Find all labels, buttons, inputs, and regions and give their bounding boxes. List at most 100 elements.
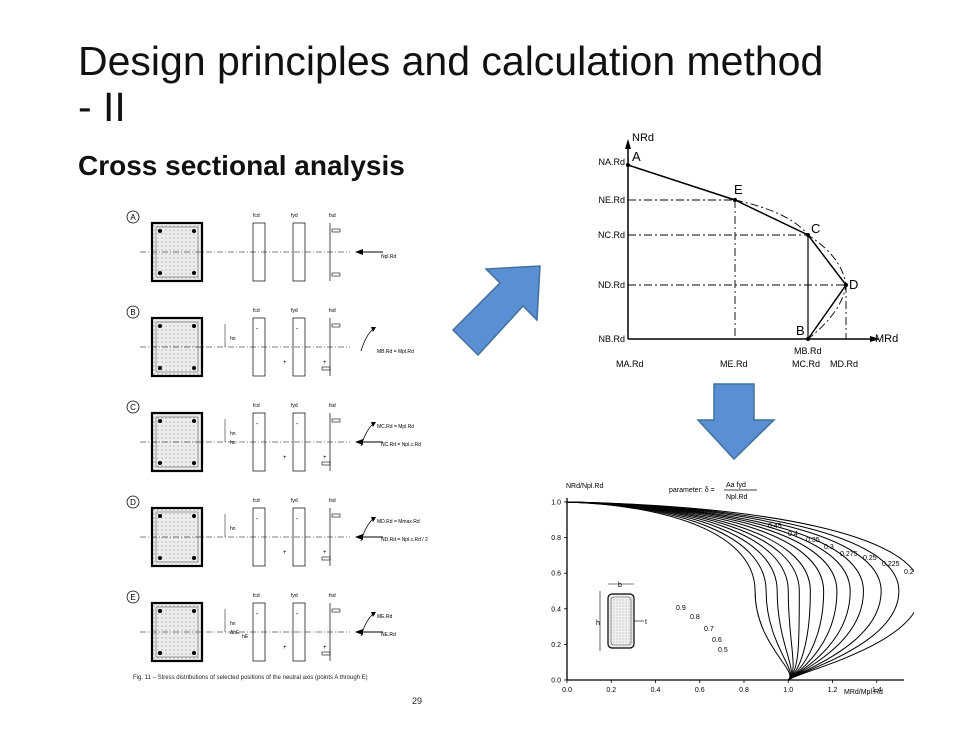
force-label: ND.Rd = Npl.c.Rd / 2: [381, 537, 428, 543]
n-label-d: ND.Rd: [598, 280, 625, 290]
page-number: 29: [412, 696, 423, 706]
curve-label: 0.9: [676, 605, 686, 612]
svg-text:+: +: [283, 455, 287, 461]
interaction-curve: [566, 501, 914, 681]
svg-text:-: -: [296, 516, 299, 523]
svg-text:-: -: [256, 516, 259, 523]
curve-label: 0.2: [904, 569, 914, 576]
svg-text:-: -: [296, 611, 299, 618]
point-label-a: A: [632, 149, 641, 164]
svg-text:-: -: [256, 611, 259, 618]
curve-label: 0.8: [690, 614, 700, 621]
m-axis-label: MRd: [875, 333, 898, 345]
column-heading: fcd: [253, 308, 260, 314]
column-heading: fyd: [291, 308, 298, 314]
column-heading: fcd: [253, 213, 260, 219]
x-tick-label: 0.2: [606, 687, 616, 694]
column-heading: fsd: [329, 498, 336, 504]
curve-label: 0.225: [882, 561, 900, 568]
interaction-curve: [566, 501, 800, 681]
m-label-a: MA.Rd: [616, 359, 644, 369]
y-tick-label: 1.0: [551, 500, 561, 507]
column-heading: fsd: [329, 213, 336, 219]
depth-label: ΔhE: [230, 630, 240, 636]
force-label: NC.Rd = Npl.c.Rd: [381, 442, 421, 448]
svg-text:+: +: [323, 455, 327, 461]
depth-label: hE: [242, 634, 249, 640]
column-heading: fyd: [291, 593, 298, 599]
curve-label: 0.35: [806, 537, 820, 544]
x-tick-label: 0.4: [651, 687, 661, 694]
column-heading: fyd: [291, 498, 298, 504]
depth-label: hn: [230, 440, 236, 446]
chart-x-label: MRd/Mpl.Rd: [844, 689, 883, 696]
point-label-e: E: [734, 182, 743, 197]
curve-label: 0.5: [718, 647, 728, 654]
column-heading: fcd: [253, 403, 260, 409]
column-heading: fcd: [253, 593, 260, 599]
interaction-curve: [566, 501, 791, 681]
y-tick-label: 0.4: [551, 606, 561, 613]
interaction-curve: [566, 501, 794, 681]
svg-text:+: +: [323, 645, 327, 651]
svg-text:+: +: [283, 550, 287, 556]
curve-label: 0.25: [863, 555, 877, 562]
n-label-a: NA.Rd: [598, 157, 625, 167]
interaction-curve: [566, 501, 851, 681]
column-heading: fcd: [253, 498, 260, 504]
section-inset: b h t: [596, 582, 647, 651]
column-heading: fyd: [291, 403, 298, 409]
interaction-curve: [566, 501, 900, 681]
depth-label: hn: [230, 431, 236, 437]
m-label-b: MB.Rd: [794, 346, 822, 356]
panel-label: D: [130, 498, 136, 507]
moment-label: MD.Rd = Mmax.Rd: [377, 519, 420, 525]
curve-label: 0.3: [824, 544, 834, 551]
curve-label: 0.45: [768, 523, 782, 530]
interaction-curve: [566, 501, 825, 681]
parameter-denominator: Npl.Rd: [726, 494, 748, 501]
interaction-curve: [566, 501, 811, 681]
figure-caption: Fig. 11 – Stress distributions of select…: [133, 675, 368, 681]
x-tick-label: 0.0: [562, 687, 572, 694]
curve-label: 0.4: [788, 531, 798, 538]
arrow-up-right-icon: [451, 265, 541, 357]
svg-text:+: +: [283, 360, 287, 366]
x-tick-label: 0.8: [739, 687, 749, 694]
depth-label: hn: [230, 526, 236, 532]
moment-label: MC.Rd = Mpl.Rd: [377, 424, 414, 430]
column-heading: fsd: [329, 308, 336, 314]
panel-label: B: [130, 308, 135, 317]
section-label-b: b: [618, 582, 622, 589]
curve-label: 0.6: [712, 637, 722, 644]
chart-y-label: NRd/Npl.Rd: [566, 483, 603, 490]
panel-label: C: [130, 403, 136, 412]
x-tick-label: 0.6: [695, 687, 705, 694]
interaction-curve: [566, 501, 864, 681]
curve-label: 0.7: [704, 626, 714, 633]
force-label: Npl.Rd: [381, 254, 397, 260]
svg-text:+: +: [283, 645, 287, 651]
x-tick-label: 1.2: [828, 687, 838, 694]
interaction-curve: [566, 501, 838, 681]
depth-label: hn: [230, 621, 236, 627]
moment-label: MB.Rd = Mpl.Rd: [377, 349, 414, 355]
m-label-e: ME.Rd: [720, 359, 748, 369]
section-label-t: t: [645, 619, 647, 626]
curve-label: 0.275: [840, 551, 858, 558]
depth-label: hn: [230, 336, 236, 342]
svg-text:-: -: [296, 326, 299, 333]
panel-label: E: [130, 593, 135, 602]
n-label-b: NB.Rd: [598, 334, 625, 344]
point-label-b: B: [796, 323, 805, 338]
slide-title: Design principles and calculation method…: [78, 38, 824, 130]
n-label-e: NE.Rd: [598, 195, 625, 205]
m-label-d: MD.Rd: [830, 359, 858, 369]
m-label-c: MC.Rd: [792, 359, 820, 369]
